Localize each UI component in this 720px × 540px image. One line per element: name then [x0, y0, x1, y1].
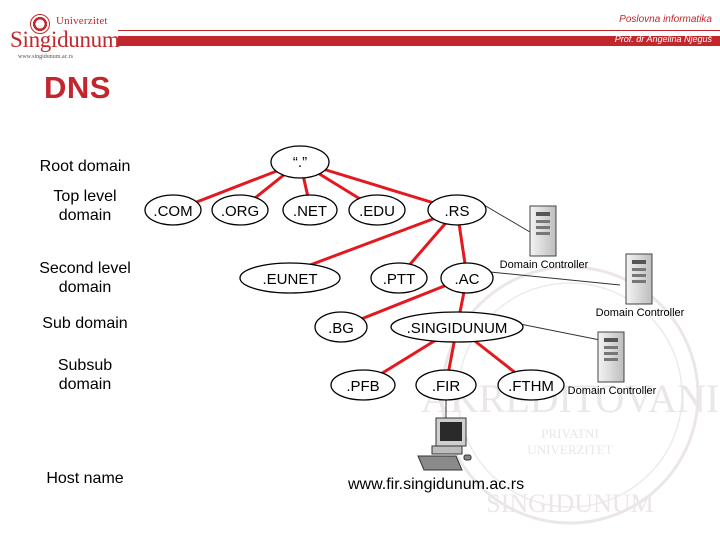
node-root: “.” — [270, 145, 330, 179]
logo-top-text: Univerzitet — [56, 15, 108, 27]
node-fir: .FIR — [415, 369, 477, 401]
watermark-line-2: PRIVATNI — [541, 426, 599, 441]
node-eunet-label: .EUNET — [262, 271, 317, 288]
node-singidunum: .SINGIDUNUM — [390, 311, 524, 343]
level-label-second-text: Second level domain — [39, 260, 131, 296]
node-org: .ORG — [211, 194, 269, 226]
node-net-label: .NET — [293, 203, 327, 220]
link-singidunum-controller — [509, 321, 601, 341]
header-red-bar — [118, 36, 720, 46]
node-rs: .RS — [427, 194, 487, 226]
header-thin-line — [118, 30, 720, 31]
host-name-text: www.fir.singidunum.ac.rs — [348, 476, 525, 493]
node-pfb: .PFB — [330, 369, 396, 401]
level-label-second: Second level domain — [0, 259, 170, 297]
domain-controller-label-3: Domain Controller — [568, 385, 657, 397]
level-label-top: Top level domain — [0, 187, 170, 225]
course-name: Poslovna informatika — [619, 14, 712, 25]
node-fthm: .FTHM — [497, 369, 565, 401]
node-com: .COM — [144, 194, 202, 226]
logo-main-text: Singidunum — [10, 27, 120, 52]
slide-title: DNS — [44, 70, 111, 105]
edge-root-rs — [299, 160, 458, 212]
node-ptt-label: .PTT — [383, 271, 416, 288]
node-net: .NET — [282, 194, 338, 226]
node-bg: .BG — [314, 311, 368, 343]
node-edu-label: .EDU — [359, 203, 395, 220]
node-pfb-label: .PFB — [346, 378, 379, 395]
node-root-label: “.” — [293, 154, 307, 171]
node-singidunum-label: .SINGIDUNUM — [407, 320, 508, 337]
level-label-host: Host name — [46, 470, 124, 487]
author-name: Prof. dr Angelina Njeguš — [614, 34, 712, 44]
server-icon-2 — [625, 253, 653, 305]
node-rs-label: .RS — [444, 203, 469, 220]
node-ptt: .PTT — [370, 262, 428, 294]
computer-icon — [417, 417, 472, 471]
watermark-line-4: SINGIDUNUM — [486, 489, 654, 518]
node-com-label: .COM — [153, 203, 192, 220]
logo-url-text: www.singidunum.ac.rs — [18, 54, 74, 60]
domain-controller-label-1: Domain Controller — [500, 259, 589, 271]
level-label-subsub: Subsub domain — [0, 356, 170, 394]
node-org-label: .ORG — [221, 203, 259, 220]
level-label-sub: Sub domain — [42, 315, 128, 332]
watermark-line-3: UNIVERZITET — [527, 442, 612, 457]
university-logo: Univerzitet Singidunum www.singidunum.ac… — [8, 14, 120, 60]
node-bg-label: .BG — [328, 320, 354, 337]
node-ac: .AC — [440, 262, 494, 294]
level-label-root: Root domain — [39, 158, 131, 175]
link-rs-controller — [483, 204, 531, 233]
domain-controller-label-2: Domain Controller — [596, 307, 685, 319]
node-edu: .EDU — [348, 194, 406, 226]
server-icon-1 — [529, 205, 557, 257]
link-ac-controller — [489, 271, 621, 286]
node-ac-label: .AC — [454, 271, 479, 288]
level-label-top-text: Top level domain — [53, 188, 117, 224]
server-icon-3 — [597, 331, 625, 383]
node-fthm-label: .FTHM — [508, 378, 554, 395]
level-label-subsub-text: Subsub domain — [57, 357, 113, 393]
logo-emblem-icon — [30, 14, 50, 34]
node-fir-label: .FIR — [432, 378, 460, 395]
node-eunet: .EUNET — [239, 262, 341, 294]
